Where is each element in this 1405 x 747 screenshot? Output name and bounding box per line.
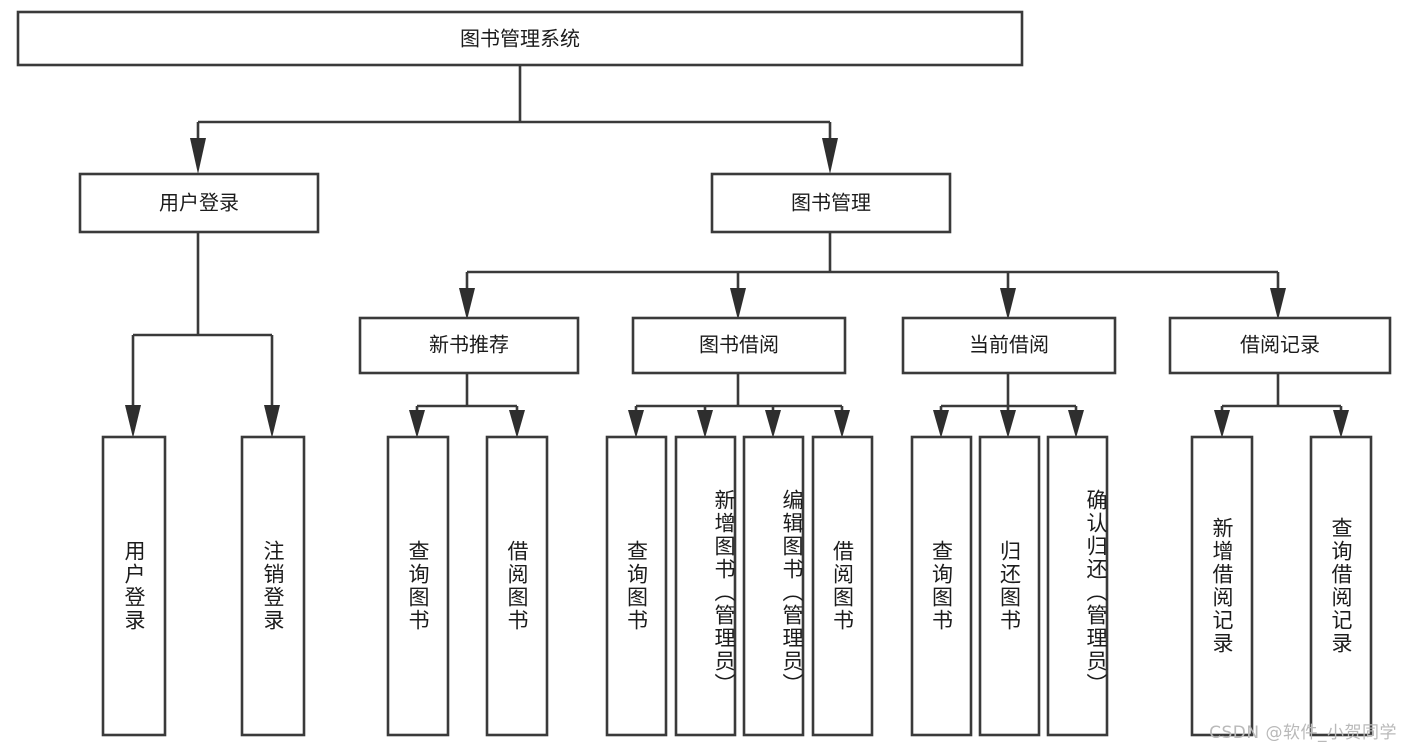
arrow-head-bb-leaf-2 (697, 410, 713, 438)
node-book-manage[interactable]: 图书管理 (710, 172, 952, 234)
arrow-head-cb-leaf-2 (1000, 410, 1016, 438)
node-current-borrow-label: 当前借阅 (969, 333, 1049, 357)
connector-group-root (190, 65, 838, 174)
arrow-head-current-borrow (1000, 288, 1016, 320)
connector-group-book-manage (459, 232, 1286, 320)
leaf-box-user-login-1[interactable] (101, 435, 167, 737)
leaf-box-new-book-1[interactable] (386, 435, 450, 737)
leaf-box-new-book-2[interactable] (485, 435, 549, 737)
arrow-head-bb-leaf-3 (765, 410, 781, 438)
node-current-borrow[interactable]: 当前借阅 (901, 316, 1117, 375)
leaf-box-book-borrow-4[interactable] (811, 435, 874, 737)
node-new-book-recommend-box[interactable] (358, 316, 580, 375)
connector-group-new-book (409, 373, 525, 438)
node-borrow-record[interactable]: 借阅记录 (1168, 316, 1392, 375)
arrow-head-ul-leaf-1 (125, 405, 141, 438)
arrow-head-bb-leaf-1 (628, 410, 644, 438)
node-user-login-box[interactable] (78, 172, 320, 234)
node-book-manage-label: 图书管理 (791, 191, 871, 215)
leaf-box-book-borrow-2[interactable] (674, 435, 737, 737)
leaf-box-book-borrow-3[interactable] (742, 435, 805, 737)
arrow-head-borrow-record (1270, 288, 1286, 320)
connector-group-current-borrow (933, 373, 1084, 438)
node-root[interactable]: 图书管理系统 (16, 10, 1024, 67)
node-borrow-record-label: 借阅记录 (1240, 333, 1320, 357)
node-root-box[interactable] (16, 10, 1024, 67)
node-root-label: 图书管理系统 (460, 27, 580, 51)
leaf-box-current-borrow-3[interactable] (1046, 435, 1109, 737)
arrow-head-cb-leaf-3 (1068, 410, 1084, 438)
node-book-borrow[interactable]: 图书借阅 (631, 316, 847, 375)
leaf-box-book-borrow-1[interactable] (605, 435, 668, 737)
node-user-login-label: 用户登录 (159, 191, 239, 215)
arrow-head-br-leaf-1 (1214, 410, 1230, 438)
arrow-head-nb-leaf-2 (509, 410, 525, 438)
leaf-box-current-borrow-1[interactable] (910, 435, 973, 737)
leaf-box-current-borrow-2[interactable] (978, 435, 1041, 737)
arrow-head-book-borrow (730, 288, 746, 320)
arrow-head-user-login (190, 138, 206, 174)
leaf-box-borrow-record-2[interactable] (1309, 435, 1373, 737)
node-book-manage-box[interactable] (710, 172, 952, 234)
leaf-box-borrow-record-1[interactable] (1190, 435, 1254, 737)
watermark-text: CSDN @软件_小贺同学 (1209, 723, 1397, 743)
arrow-head-nb-leaf-1 (409, 410, 425, 438)
arrow-head-new-book (459, 288, 475, 320)
node-new-book-recommend-label: 新书推荐 (429, 333, 509, 357)
arrow-head-book-manage (822, 138, 838, 174)
connector-group-borrow-record (1214, 373, 1349, 438)
connector-group-book-borrow (628, 373, 850, 438)
node-book-borrow-box[interactable] (631, 316, 847, 375)
node-borrow-record-box[interactable] (1168, 316, 1392, 375)
node-new-book-recommend[interactable]: 新书推荐 (358, 316, 580, 375)
leaf-box-user-login-2[interactable] (240, 435, 306, 737)
node-user-login[interactable]: 用户登录 (78, 172, 320, 234)
node-current-borrow-box[interactable] (901, 316, 1117, 375)
arrow-head-cb-leaf-1 (933, 410, 949, 438)
node-book-borrow-label: 图书借阅 (699, 333, 779, 357)
arrow-head-ul-leaf-2 (264, 405, 280, 438)
arrow-head-bb-leaf-4 (834, 410, 850, 438)
arrow-head-br-leaf-2 (1333, 410, 1349, 438)
connector-group-user-login (125, 232, 280, 438)
